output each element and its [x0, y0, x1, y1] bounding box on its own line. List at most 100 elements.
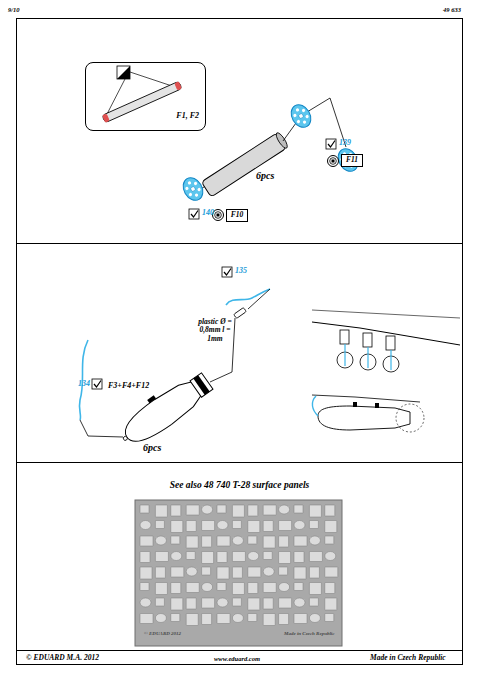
fret-part: [263, 583, 276, 593]
fret-part: [155, 505, 167, 517]
check-box: [326, 139, 336, 149]
fret-part: [155, 536, 166, 545]
fret-part: [217, 583, 226, 591]
fret-part: [232, 567, 242, 578]
callout-box: F1, F2: [85, 62, 206, 131]
wheel-disc: [287, 101, 315, 131]
fret-part: [309, 505, 321, 517]
fret-part: [232, 536, 243, 545]
fret-part: [263, 614, 275, 626]
check-box: [222, 267, 232, 277]
fret-part: [155, 583, 167, 595]
fret-part: [140, 598, 151, 607]
fret-part: [186, 521, 196, 532]
page-number: 9/10: [8, 6, 20, 13]
fret-part: [140, 536, 153, 546]
fret-part: [140, 552, 150, 563]
fret-part: [294, 552, 304, 563]
fret-part: [217, 505, 226, 513]
fret-part: [294, 567, 306, 579]
wire-part: [226, 289, 270, 305]
fret-part: [186, 552, 195, 560]
bend-icon: [117, 66, 130, 79]
fret-part: [186, 598, 196, 609]
fret-part: [248, 583, 258, 594]
fret-part: [279, 552, 291, 564]
cylinder-part: [201, 131, 289, 197]
callout-number: 134: [78, 380, 90, 389]
fret-part: [309, 583, 321, 595]
fret-part: [171, 567, 184, 577]
fret-part: [155, 567, 165, 578]
fret-marking: © EDUARD 2012: [144, 631, 181, 637]
fret-part: [309, 614, 320, 623]
fret-part: [248, 614, 257, 622]
callout-number: 135: [235, 267, 247, 276]
fret-part: [263, 567, 274, 576]
fret-part: [217, 521, 228, 530]
fret-part: [171, 536, 180, 544]
reference-heading: See also 48 740 T-28 surface panels: [170, 480, 310, 490]
fret-part: [171, 505, 181, 516]
bomb-side-view: [312, 395, 424, 432]
fret-part: [232, 505, 244, 517]
fret-part: [155, 614, 166, 623]
fret-part: [217, 567, 229, 579]
page-frame: [17, 19, 463, 665]
fret-part: [217, 614, 230, 624]
bomb-body: [113, 365, 216, 451]
fret-part: [248, 598, 260, 610]
fret-part: [325, 505, 335, 516]
origin-note: Made in Czech Republic: [370, 654, 446, 662]
dimension-note: plastic Ø = 0,8mm l = 1mm: [192, 318, 238, 343]
fret-part: [325, 614, 334, 622]
fret-part: [202, 567, 211, 575]
fret-part: [263, 536, 275, 548]
fret-part: [263, 521, 273, 532]
fret-part: [309, 598, 318, 606]
rod-part: [102, 81, 182, 122]
fret-part: [186, 583, 199, 593]
part-code: F1, F2: [176, 112, 199, 121]
fret-marking: Made in Czech Republic: [284, 631, 334, 637]
fret-part: [155, 552, 168, 562]
quantity-note: 6pcs: [143, 442, 161, 453]
fret-part: [155, 598, 164, 606]
fret-part: [155, 521, 164, 529]
fret-part: [217, 598, 228, 607]
fret-part: [294, 614, 307, 624]
etch-symbol: [328, 156, 339, 167]
part-code: F11: [346, 156, 358, 164]
fret-part: [140, 583, 149, 591]
fret-part: [202, 521, 215, 531]
wing-view: [312, 310, 460, 372]
fret-part: [325, 521, 337, 533]
fret-part: [279, 598, 292, 608]
fret-part: [171, 583, 181, 594]
part-code: F3+F4+F12: [108, 382, 149, 391]
fret-part: [279, 567, 288, 575]
fret-part: [294, 505, 303, 513]
fret-part: [140, 614, 153, 624]
fret-part: [309, 521, 318, 529]
fret-part: [248, 505, 258, 516]
website: www.eduard.com: [214, 655, 260, 662]
bend-icon: [117, 66, 130, 79]
fret-part: [202, 598, 215, 608]
fret-part: [248, 536, 257, 544]
fret-part: [279, 583, 290, 592]
fret-part: [232, 598, 241, 606]
fret-part: [140, 521, 151, 530]
fret-part: [263, 598, 273, 609]
fret-sheet: [135, 500, 342, 646]
callout-number: 140: [202, 209, 214, 218]
fret-part: [263, 552, 272, 560]
fret-part: [248, 567, 261, 577]
fret-part: [140, 505, 149, 513]
plastic-rod: [234, 308, 247, 319]
fret-part: [279, 614, 289, 625]
fret-part: [232, 552, 245, 562]
fret-part: [202, 583, 213, 592]
